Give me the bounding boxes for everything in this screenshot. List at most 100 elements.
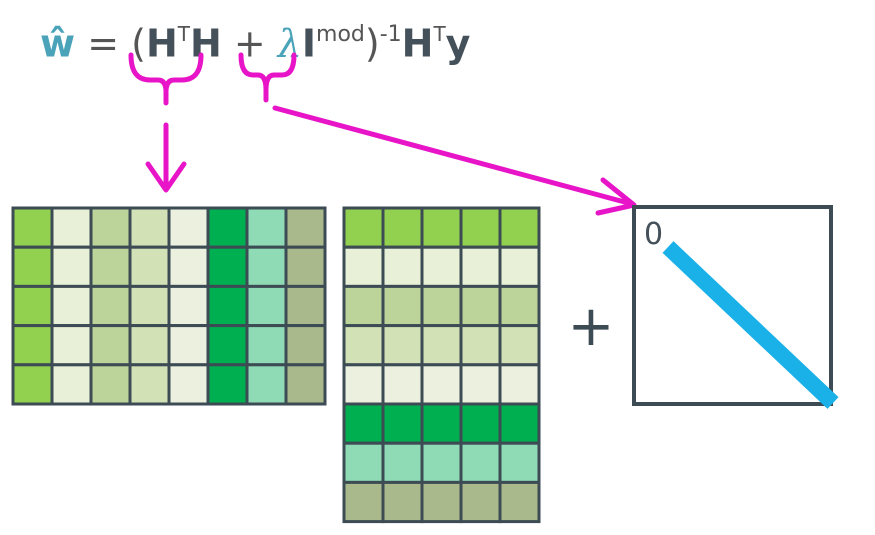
matrix-HT-cell <box>284 363 327 406</box>
matrix-H-cell <box>381 245 424 288</box>
matrix-HT-cell <box>245 363 288 406</box>
matrix-H-cell <box>459 324 502 367</box>
matrix-HT-cell <box>50 206 93 249</box>
matrix-H-cell <box>420 245 463 288</box>
matrix-H <box>342 206 541 524</box>
zero-label: 0 <box>644 217 663 252</box>
matrix-H-cell <box>459 363 502 406</box>
matrix-H-cell <box>420 441 463 484</box>
H-symbol-3: H <box>401 21 434 66</box>
matrix-H-transpose <box>11 206 327 406</box>
w-hat: ŵ <box>40 21 76 66</box>
matrix-HT-cell <box>206 245 249 288</box>
matrix-HT-cell <box>50 284 93 328</box>
diagonal-line <box>662 241 839 409</box>
matrix-H-cell <box>459 402 502 445</box>
matrix-HT-cell <box>245 284 288 328</box>
matrix-H-cell <box>459 480 502 524</box>
close-paren: ) <box>364 21 380 66</box>
mod-superscript: mod <box>316 22 365 47</box>
matrix-H-cell <box>381 284 424 328</box>
matrix-H-cell <box>381 402 424 445</box>
matrix-H-cell <box>498 284 541 328</box>
matrix-HT-cell <box>245 206 288 249</box>
matrix-H-cell <box>342 402 385 445</box>
down-arrow <box>145 122 187 193</box>
matrix-HT-cell <box>284 245 327 288</box>
matrix-HT-cell <box>167 324 210 367</box>
matrix-H-cell <box>459 284 502 328</box>
matrix-H-cell <box>342 206 385 249</box>
matrix-HT-cell <box>11 206 54 249</box>
brace-HTH <box>128 52 204 106</box>
matrix-H-cell <box>498 324 541 367</box>
matrix-HT-cell <box>206 363 249 406</box>
matrix-HT-cell <box>50 363 93 406</box>
matrix-HT-cell <box>11 324 54 367</box>
matrix-H-cell <box>381 480 424 524</box>
matrix-H-cell <box>420 206 463 249</box>
plus-sign: + <box>568 294 615 359</box>
matrix-H-cell <box>381 363 424 406</box>
matrix-HT-cell <box>284 284 327 328</box>
matrix-HT-cell <box>128 324 171 367</box>
matrix-HT-cell <box>284 324 327 367</box>
I-symbol: I <box>301 21 317 66</box>
equation: ŵ = (HTH + λImod)-1HTy <box>40 6 470 66</box>
matrix-H-cell <box>381 324 424 367</box>
matrix-HT-cell <box>89 245 132 288</box>
matrix-HT-cell <box>245 245 288 288</box>
brace-lambdaI <box>238 52 297 103</box>
matrix-H-cell <box>498 441 541 484</box>
matrix-HT-cell <box>206 284 249 328</box>
matrix-H-cell <box>420 284 463 328</box>
matrix-HT-cell <box>206 206 249 249</box>
matrix-H-cell <box>498 245 541 288</box>
matrix-H-cell <box>342 245 385 288</box>
matrix-H-cell <box>381 206 424 249</box>
matrix-H-cell <box>459 245 502 288</box>
matrix-H-cell <box>342 324 385 367</box>
inverse-superscript: -1 <box>379 22 402 47</box>
matrix-HT-cell <box>128 206 171 249</box>
matrix-H-cell <box>459 441 502 484</box>
matrix-HT-cell <box>167 284 210 328</box>
matrix-HT-cell <box>89 363 132 406</box>
matrix-H-cell <box>420 480 463 524</box>
matrix-HT-cell <box>128 245 171 288</box>
matrix-HT-cell <box>89 324 132 367</box>
matrix-HT-cell <box>11 284 54 328</box>
matrix-H-cell <box>420 363 463 406</box>
matrix-H-cell <box>498 480 541 524</box>
matrix-HT-cell <box>11 363 54 406</box>
matrix-H-cell <box>342 363 385 406</box>
matrix-H-cell <box>342 441 385 484</box>
matrix-HT-cell <box>11 245 54 288</box>
matrix-H-cell <box>498 402 541 445</box>
transpose-1: T <box>177 22 190 46</box>
H-symbol-1: H <box>145 21 178 66</box>
matrix-H-cell <box>459 206 502 249</box>
matrix-H-cell <box>498 363 541 406</box>
matrix-HT-cell <box>89 206 132 249</box>
matrix-HT-cell <box>167 363 210 406</box>
matrix-HT-cell <box>128 363 171 406</box>
matrix-HT-cell <box>128 284 171 328</box>
matrix-H-cell <box>498 206 541 249</box>
matrix-HT-cell <box>89 284 132 328</box>
matrix-H-cell <box>420 324 463 367</box>
matrix-H-cell <box>381 441 424 484</box>
matrix-HT-cell <box>167 245 210 288</box>
y-symbol: y <box>445 21 471 66</box>
transpose-2: T <box>433 22 446 46</box>
matrix-H-cell <box>420 402 463 445</box>
matrix-HT-cell <box>284 206 327 249</box>
equals-paren: = ( <box>75 21 146 66</box>
diagonal-arrow <box>272 105 637 216</box>
matrix-HT-cell <box>50 245 93 288</box>
matrix-H-cell <box>342 284 385 328</box>
matrix-HT-cell <box>167 206 210 249</box>
H-symbol-2: H <box>189 21 222 66</box>
matrix-HT-cell <box>206 324 249 367</box>
